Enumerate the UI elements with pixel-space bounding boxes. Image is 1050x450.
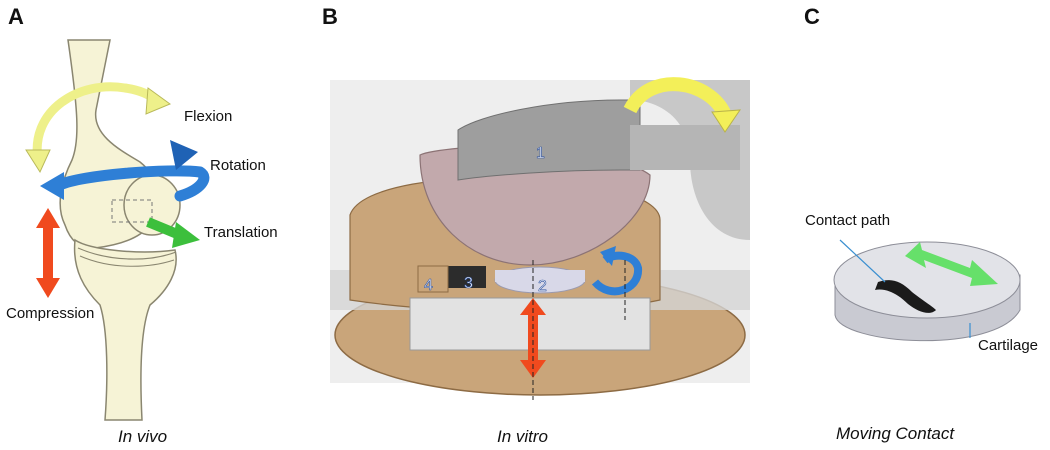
- label-2: 2: [538, 278, 547, 295]
- compression-arrowhead-up: [36, 208, 60, 228]
- knee-joint-illustration: [25, 39, 210, 421]
- label-4: 4: [424, 277, 433, 294]
- block-4: [417, 265, 449, 293]
- flexion-rotation-arrowhead: [711, 109, 741, 133]
- disc-top: [833, 241, 1021, 319]
- contact-path-label: Contact path: [805, 212, 891, 229]
- implant-outline: [111, 199, 153, 223]
- translation-label: Translation: [204, 224, 278, 241]
- contact-path-mark: [875, 280, 936, 313]
- axial-rotation-arrow: [591, 251, 642, 296]
- contact-path-leader: [839, 239, 886, 283]
- joint-line: [77, 247, 177, 260]
- flexion-label: Flexion: [184, 108, 233, 125]
- rotation-arrowhead-left: [40, 172, 64, 200]
- flexion-arrowhead-right: [145, 87, 172, 115]
- panel-b-caption: In vitro: [497, 427, 549, 446]
- rotation-arrow: [54, 165, 210, 202]
- panel-c-caption: Moving Contact: [836, 424, 955, 443]
- rotation-label: Rotation: [210, 157, 266, 174]
- block-3: [448, 266, 486, 288]
- test-rig-illustration: 1 2 3 4: [330, 77, 750, 400]
- translation-arrowhead: [172, 222, 200, 248]
- rotation-arrowhead-top: [170, 140, 198, 170]
- tibia-bone: [73, 238, 177, 421]
- flexion-arrow: [32, 82, 160, 165]
- label-1: 1: [536, 145, 545, 162]
- joint-line-2: [79, 255, 175, 267]
- compression-arrowhead-down: [36, 278, 60, 298]
- panel-a-letter: A: [8, 4, 24, 29]
- cartilage-disc-2-side: [495, 270, 585, 282]
- label-3: 3: [464, 275, 473, 292]
- cartilage-label: Cartilage: [978, 337, 1039, 354]
- rod-shaft: [630, 125, 740, 170]
- sliding-arrow: [905, 242, 998, 286]
- flexion-arrowhead-left: [25, 149, 51, 174]
- cartilage-disc-illustration: [833, 239, 1021, 342]
- compression-label: Compression: [6, 305, 95, 322]
- flexion-rotation-arrow: [623, 77, 732, 119]
- panel-b-letter: B: [322, 4, 338, 29]
- compression-arrowhead-b-up: [520, 298, 546, 315]
- panel-c-letter: C: [804, 4, 820, 29]
- panel-a-caption: In vivo: [118, 427, 168, 446]
- axial-rotation-arrowhead: [600, 246, 616, 266]
